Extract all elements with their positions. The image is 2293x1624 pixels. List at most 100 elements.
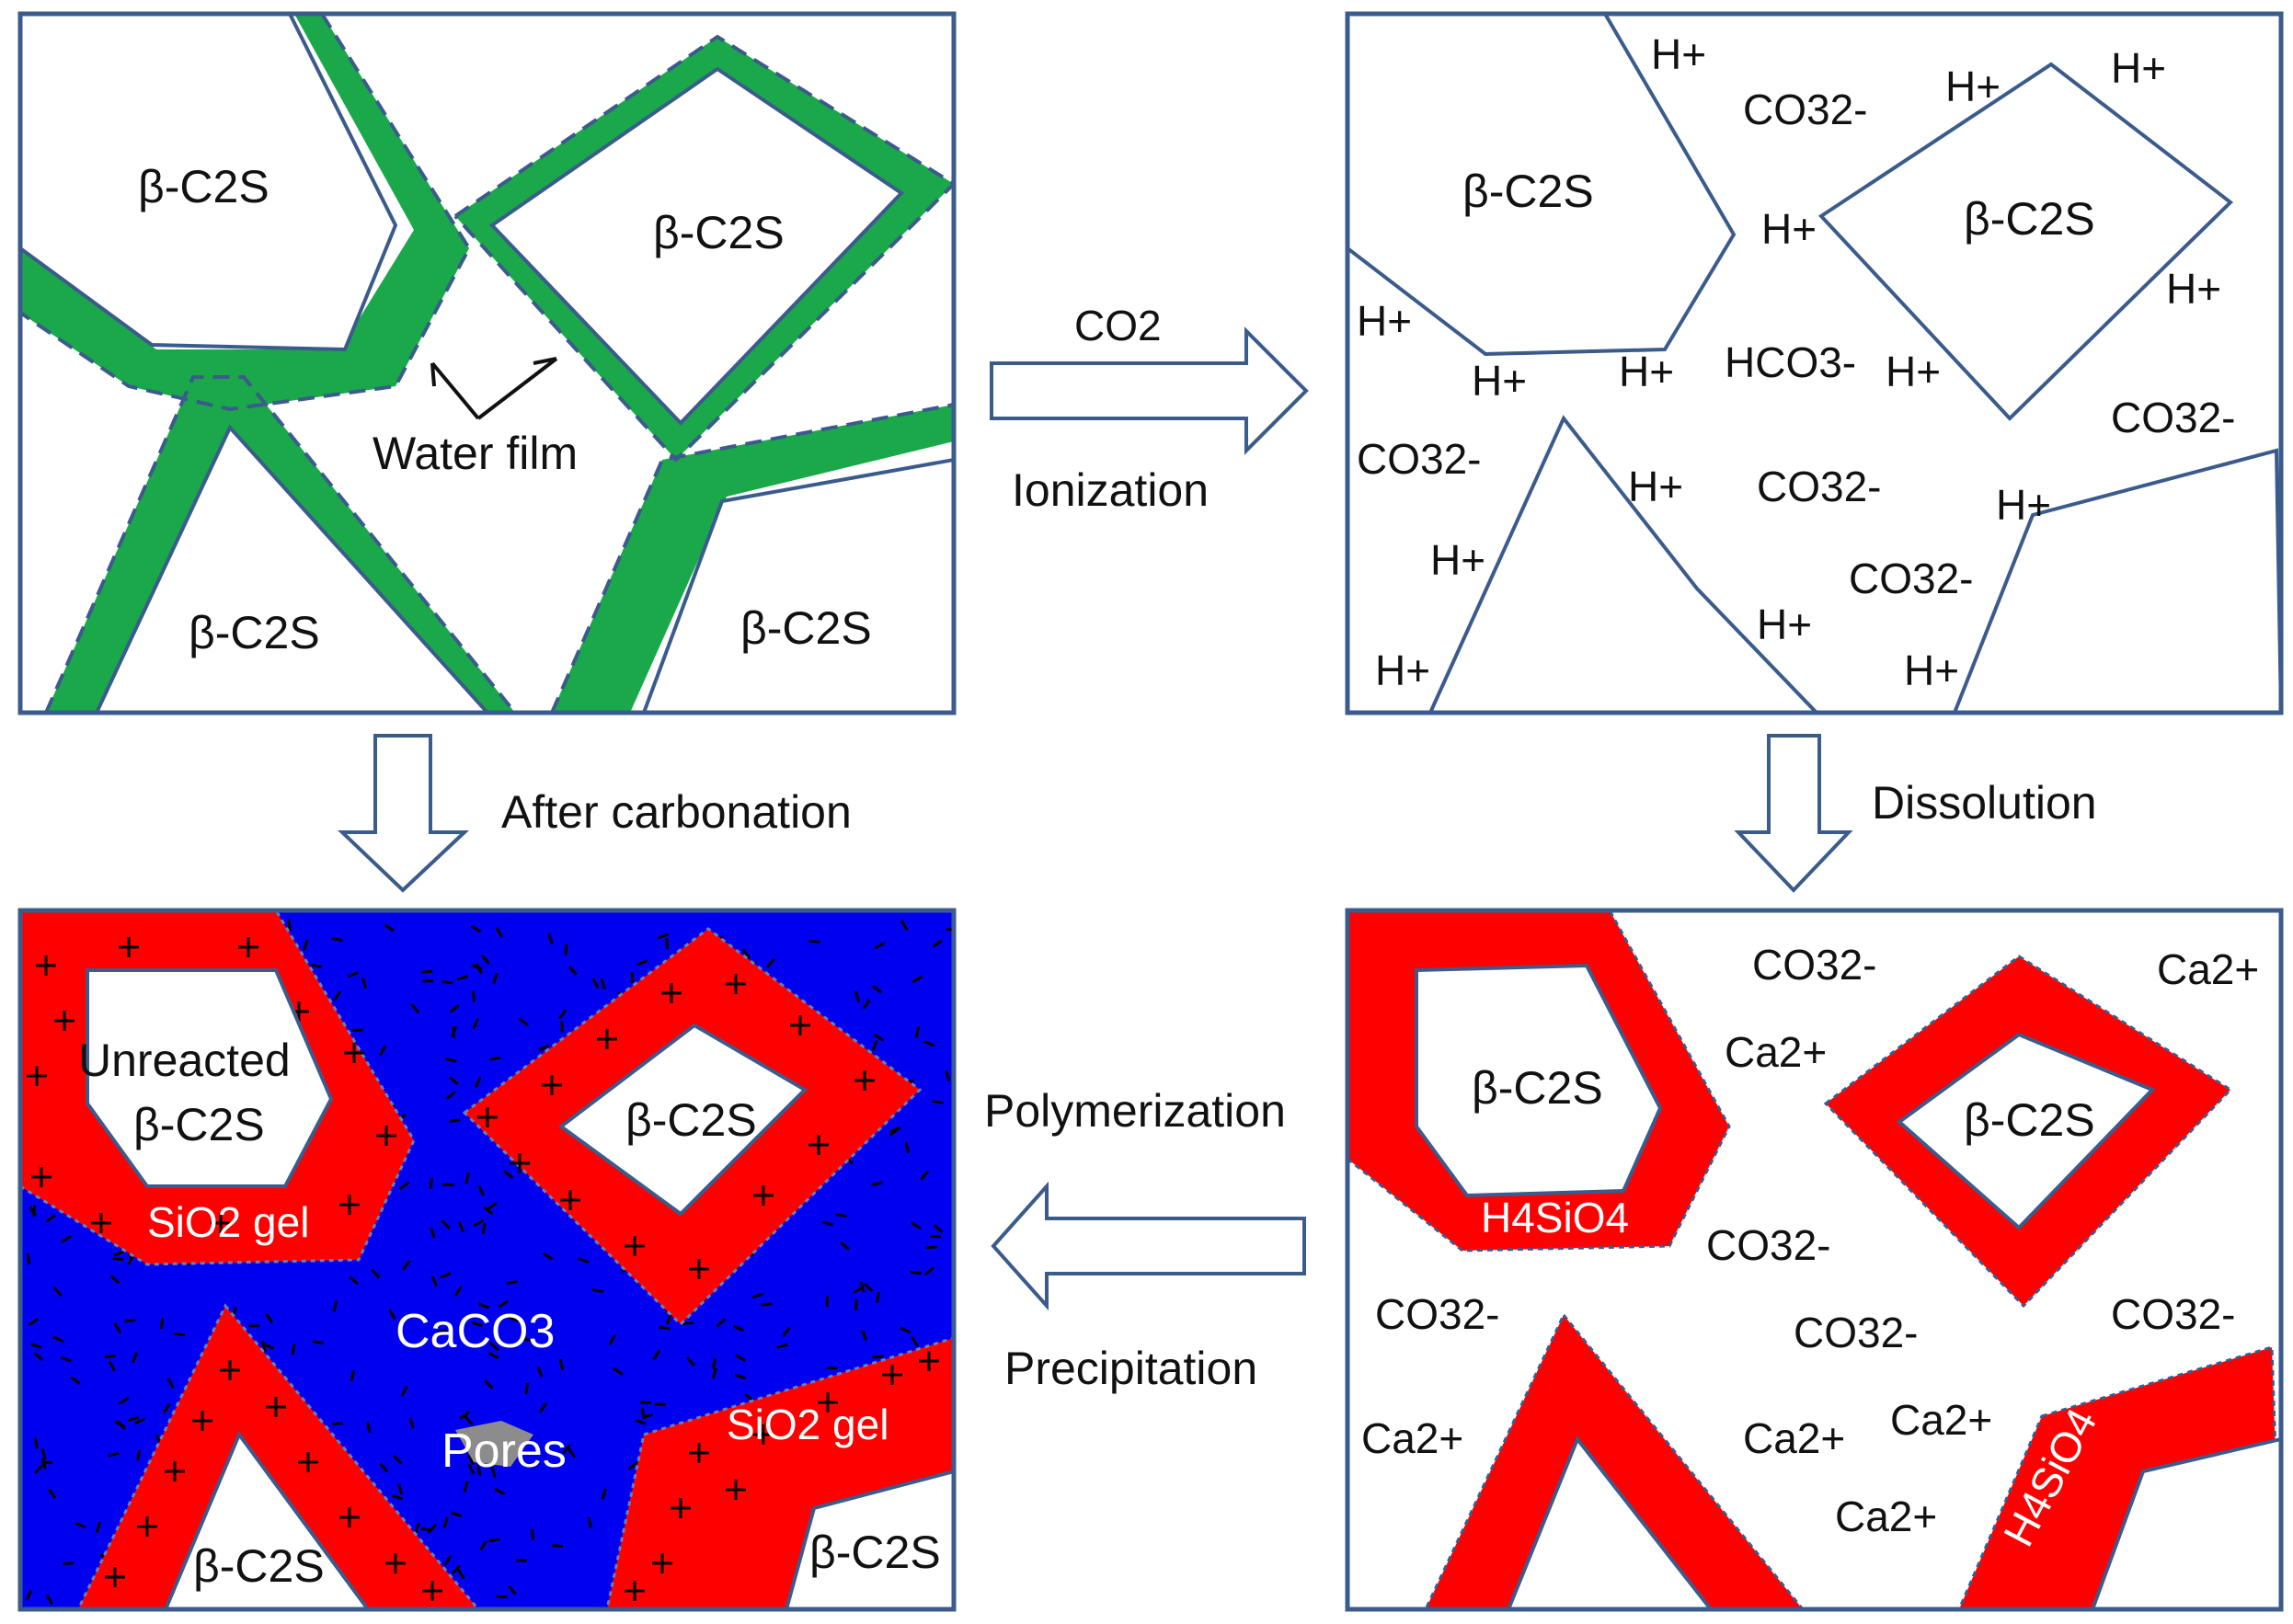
gel-charge-mark xyxy=(919,1351,939,1371)
panel-1-border xyxy=(17,11,957,715)
caco3-crystal-mark xyxy=(113,1250,125,1257)
ionization-label: Ionization xyxy=(1012,464,1209,516)
caco3-crystal-mark xyxy=(659,1325,671,1331)
grain-label: β-C2S xyxy=(138,161,269,212)
caco3-crystal-mark xyxy=(109,1275,120,1285)
gel-charges xyxy=(27,937,939,1601)
caco3-crystal-mark xyxy=(578,1257,590,1264)
water-film-pointer xyxy=(430,357,558,420)
caco3-crystal-mark xyxy=(825,1295,830,1307)
calcium-ion: Ca2+ xyxy=(1743,1414,1845,1462)
caco3-crystal-mark xyxy=(445,1057,457,1063)
caco3-crystal-mark xyxy=(735,1353,746,1363)
h-plus-ion: H+ xyxy=(1628,463,1683,510)
gel-charge-mark xyxy=(689,1259,709,1279)
caco3-crystal-mark xyxy=(751,1292,764,1299)
caco3-crystal-mark xyxy=(685,1356,696,1367)
caco3-crystal-mark xyxy=(506,1279,518,1286)
pore xyxy=(455,1421,533,1467)
gel-charge-mark xyxy=(854,1070,875,1091)
gel-charge-mark xyxy=(119,937,139,957)
caco3-crystal-mark xyxy=(265,1312,274,1324)
grain-label: β-C2S xyxy=(189,607,320,658)
grain-bottom-right xyxy=(641,457,954,713)
grain-label: β-C2S xyxy=(653,207,785,258)
gel-charge-mark xyxy=(671,1498,691,1518)
caco3-crystal-mark xyxy=(732,1324,745,1332)
caco3-crystal-mark xyxy=(601,1488,607,1500)
caco3-crystal-mark xyxy=(174,1332,186,1337)
caco3-crystal-mark xyxy=(393,1455,403,1465)
grain-label: β-C2S xyxy=(625,1094,757,1146)
caco3-crystal-mark xyxy=(443,1554,453,1566)
caco3-crystal-mark xyxy=(30,1343,42,1349)
caco3-crystal-mark xyxy=(26,1252,31,1265)
caco3-crystal-mark xyxy=(384,923,395,932)
caco3-crystal-mark xyxy=(112,1257,124,1262)
caco3-crystal-mark xyxy=(420,1527,432,1532)
grain-core-right xyxy=(2090,1436,2281,1609)
caco3-crystal-mark xyxy=(914,1026,921,1038)
caco3-crystal-mark xyxy=(261,1341,267,1353)
caco3-crystal-mark xyxy=(472,1018,479,1030)
caco3-crystal-mark xyxy=(61,1234,73,1243)
caco3-crystal-mark xyxy=(872,1355,884,1359)
carbonate-ion: CO32- xyxy=(1757,463,1881,510)
caco3-crystal-mark xyxy=(489,1056,501,1061)
h-plus-ion: H+ xyxy=(1761,205,1817,253)
caco3-crystal-mark xyxy=(487,1201,498,1211)
gel-charge-mark xyxy=(510,1153,530,1173)
gel-charge-mark xyxy=(625,1581,645,1601)
caco3-crystal-mark xyxy=(910,1221,922,1230)
caco3-crystal-mark xyxy=(477,1302,490,1309)
ionization-arrow xyxy=(990,326,1309,455)
caco3-crystal-mark xyxy=(910,1270,922,1275)
precipitation-label: Precipitation xyxy=(1004,1343,1257,1394)
ionization-top-label: CO2 xyxy=(1074,302,1162,349)
h-plus-ion: H+ xyxy=(1472,357,1527,405)
caco3-crystal-mark xyxy=(116,1420,126,1431)
caco3-crystal-mark xyxy=(552,1544,564,1548)
caco3-crystal-mark xyxy=(440,1272,452,1279)
caco3-crystal-mark xyxy=(862,999,871,1010)
caco3-crystal-mark xyxy=(471,990,476,1002)
caco3-crystal-mark xyxy=(464,1172,470,1184)
calcium-ion: Ca2+ xyxy=(1725,1028,1827,1076)
caco3-crystal-mark xyxy=(479,1539,488,1551)
caco3-crystal-mark xyxy=(33,1437,39,1449)
gel-charge-mark xyxy=(266,1397,286,1417)
calcium-ion: Ca2+ xyxy=(1890,1396,1992,1444)
caco3-crystal-mark xyxy=(441,1219,451,1230)
caco3-crystal-mark xyxy=(388,1309,396,1321)
grain-label: β-C2S xyxy=(740,602,872,654)
caco3-crystal-mark xyxy=(378,1045,387,1057)
gel-charge-mark xyxy=(753,1424,774,1445)
caco3-crystal-mark xyxy=(821,1220,833,1227)
caco3-crystal-mark xyxy=(808,939,820,944)
water-film-label: Water film xyxy=(373,428,578,479)
calcium-ion: Ca2+ xyxy=(1835,1492,1937,1540)
caco3-crystal-mark xyxy=(608,1333,616,1345)
panel-dissolution: β-C2S β-C2S H4SiO4 H4SiO4 CO32- CO32- CO… xyxy=(1347,910,2281,1609)
caco3-crystal-mark xyxy=(52,1335,64,1344)
caco3-crystal-mark xyxy=(900,1326,911,1334)
caco3-crystal-mark xyxy=(477,1184,486,1196)
caco3-crystal-mark xyxy=(33,1352,44,1362)
gel-charge-mark xyxy=(477,1107,498,1127)
h4sio4-label: H4SiO4 xyxy=(1481,1194,1629,1241)
caco3-crystal-mark xyxy=(471,1321,483,1327)
caco3-crystal-mark xyxy=(547,932,554,945)
caco3-crystal-mark xyxy=(635,1418,647,1425)
caco3-crystal-mark xyxy=(29,1206,38,1218)
carbonate-ion: CO32- xyxy=(1794,1309,1918,1356)
caco3-crystal-mark xyxy=(398,1181,410,1191)
panel-after-carbonation: Unreacted β-C2S β-C2S β-C2S β-C2S SiO2 g… xyxy=(20,910,954,1609)
caco3-crystal-mark xyxy=(108,1451,120,1458)
caco3-crystal-mark xyxy=(592,1288,604,1294)
caco3-crystal-mark xyxy=(442,1516,449,1528)
caco3-crystal-mark xyxy=(331,937,343,943)
sio2-gel-label: SiO2 gel xyxy=(727,1401,889,1448)
caco3-crystal-mark xyxy=(874,941,886,950)
caco3-crystal-mark xyxy=(442,1183,454,1187)
h-plus-ion: H+ xyxy=(1651,30,1706,78)
